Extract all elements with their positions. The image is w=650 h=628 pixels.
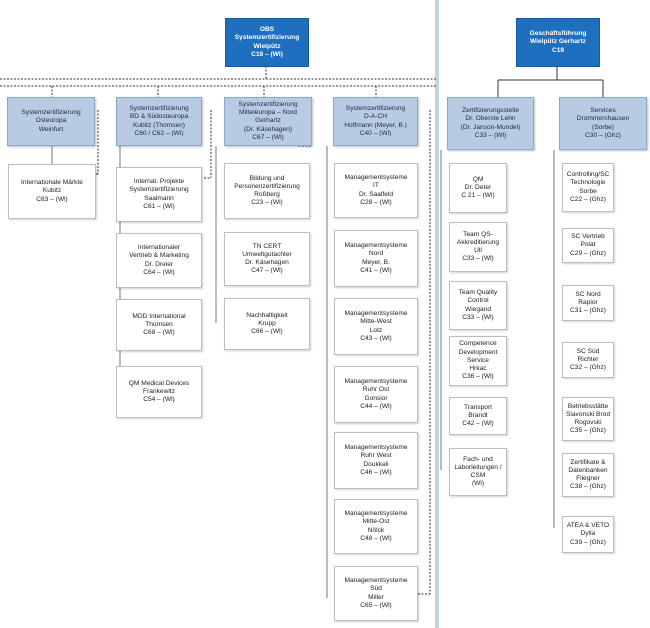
- head-bd-suedosteuropa: Systemzertifizierung BD & Südosteuropa K…: [116, 97, 202, 146]
- head-services: Services Drommershausen (Sorbe) C30 – (G…: [559, 97, 647, 150]
- unit-managementsysteme-mitte-ost: Managementsysteme Mitte-Ost Nölck C48 – …: [334, 499, 418, 554]
- unit-managementsysteme-it: Managementsysteme IT Dr. Saalfeld C28 – …: [334, 163, 418, 218]
- unit-betriebsstaette-slavonski-brod: Betriebsstätte Slavonski Brod Rogovski C…: [562, 397, 614, 441]
- unit-managementsysteme-ruhr-ost: Managementsysteme Ruhr Ost Gonsior C44 –…: [334, 366, 418, 423]
- head-osteuropa: Systemzertifizierung Osteuropa Weinfurt: [7, 97, 95, 146]
- unit-tn-cert: TN CERT Umweltgutachter Dr. Käsehagen C4…: [224, 232, 310, 286]
- unit-team-qs-akkreditierung: Team QS- Akkreditierung Ull C33 – (Wl): [449, 222, 507, 272]
- unit-team-quality-control: Team Quality Control Wiegand C33 – (Wl): [449, 281, 507, 330]
- head-dach: Systemzertifizierung D-A-CH Hoffmann (Me…: [333, 97, 418, 146]
- unit-zertifikate-datenbanken: Zertifikate & Datenbanken Fliegner C38 –…: [562, 453, 614, 497]
- unit-controlling-sc-technologie: Controlling/SC Technologie Sorbe C22 – (…: [562, 163, 614, 212]
- unit-mdd-international: MDD International Thomsen C68 – (Wl): [116, 299, 202, 351]
- unit-managementsysteme-sued: Managementsysteme Süd Miller C65 – (Wl): [334, 566, 418, 621]
- unit-competence-development: Competence Development Service Hrkac C36…: [449, 336, 507, 386]
- unit-atea-veto: ATEA & VETO Dylla C39 – (Ghz): [562, 516, 614, 553]
- unit-sc-vertrieb: SC Vertrieb Polat C29 – (Ghz): [562, 228, 614, 263]
- unit-transport: Transport Brandt C42 – (Wl): [449, 397, 507, 435]
- unit-managementsysteme-mitte-west: Managementsysteme Mitte-West Lotz C43 – …: [334, 298, 418, 355]
- unit-bildung-personenzertifizierung: Bildung und Personenzertifizierung Roßbe…: [224, 163, 310, 219]
- unit-qm-medical-devices: QM Medical Devices Frankewitz C54 – (Wl): [116, 366, 202, 418]
- unit-internationaler-vertrieb: Internationaler Vertrieb & Marketing Dr.…: [116, 233, 202, 288]
- unit-managementsysteme-ruhr-west: Managementsysteme Ruhr West Doukkali C46…: [334, 432, 418, 489]
- unit-internationale-maerkte: Internationale Märkte Kubitz C63 – (Wl): [8, 164, 96, 219]
- unit-sc-nord: SC Nord Rapior C31 – (Ghz): [562, 285, 614, 321]
- unit-managementsysteme-nord: Managementsysteme Nord Meyer, B. C41 – (…: [334, 230, 418, 287]
- head-zertifizierungsstelle: Zertifizierungsstelle Dr. Oberste Lehn (…: [447, 97, 534, 150]
- obs-systemzertifizierung-box: OBS Systemzertifizierung Wielpütz C18 – …: [225, 18, 309, 67]
- geschaeftsfuehrung-box: Geschäftsführung Wielpütz Gerhartz C19: [516, 18, 600, 67]
- unit-qm: QM Dr. Deter C 21 – (Wl): [449, 163, 507, 213]
- unit-internat-projekte: Internat. Projekte Systemzertifizierung …: [116, 167, 202, 222]
- unit-fach-laborleitungen: Fach- und Laborleitungen / CSM (Wl): [449, 448, 507, 496]
- unit-sc-sued: SC Süd Richter C32 – (Ghz): [562, 342, 614, 378]
- unit-nachhaltigkeit: Nachhaltigkeit Krupp C66 – (Wl): [224, 298, 310, 350]
- head-mitteleuropa-nord: Systemzertifizierung Mitteleuropa – Nord…: [224, 97, 312, 146]
